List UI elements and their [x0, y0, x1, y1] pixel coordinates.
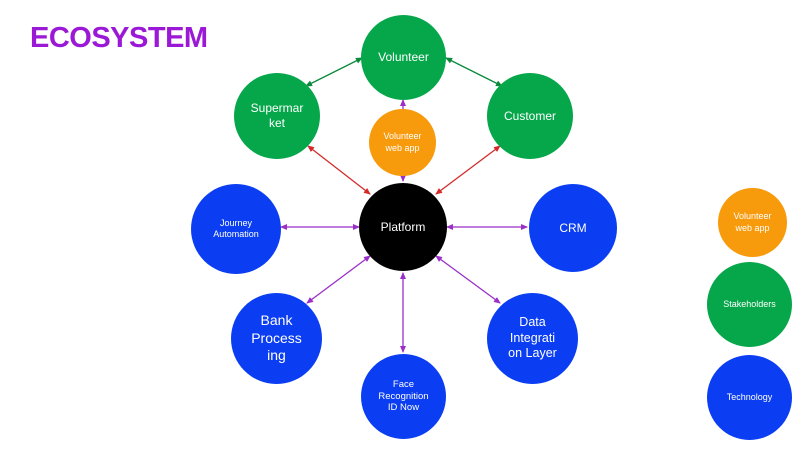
node-volunteer-web-app-label: Volunteer web app: [383, 131, 422, 153]
node-volunteer-web-app: Volunteer web app: [369, 109, 436, 176]
node-data-integration-layer-label: Data Integrati on Layer: [508, 315, 557, 361]
legend-stakeholders-label: Stakeholders: [723, 298, 776, 309]
arrow-supermarket-platform: [307, 145, 371, 195]
node-volunteer-label: Volunteer: [378, 50, 429, 64]
node-journey-automation: Journey Automation: [191, 184, 281, 274]
node-platform: Platform: [359, 183, 447, 271]
node-bank-processing-label: Bank Process ing: [251, 312, 302, 364]
node-crm-label: CRM: [559, 220, 587, 235]
legend-technology-label: Technology: [726, 391, 773, 402]
node-platform-label: Platform: [380, 219, 426, 234]
node-face-recognition-label: Face Recognition ID Now: [378, 378, 429, 414]
node-customer: Customer: [487, 73, 573, 159]
node-bank-processing: Bank Process ing: [231, 293, 322, 384]
page-title: ECOSYSTEM: [30, 22, 208, 54]
arrow-volunteer-customer: [445, 57, 503, 87]
node-customer-label: Customer: [503, 108, 556, 123]
arrow-platform-bank: [306, 255, 371, 304]
legend-app: Volunteer web app: [718, 188, 787, 257]
arrow-volunteer-supermarket: [305, 57, 363, 87]
arrow-customer-platform: [435, 145, 501, 195]
node-supermarket: Supermar ket: [234, 73, 320, 159]
node-volunteer: Volunteer: [361, 15, 446, 100]
arrow-platform-data: [435, 255, 501, 304]
node-crm: CRM: [529, 184, 617, 272]
node-journey-automation-label: Journey Automation: [213, 217, 259, 239]
node-data-integration-layer: Data Integrati on Layer: [487, 293, 578, 384]
legend-app-label: Volunteer web app: [733, 211, 772, 233]
node-supermarket-label: Supermar ket: [250, 101, 304, 130]
node-face-recognition: Face Recognition ID Now: [361, 354, 446, 439]
legend-technology: Technology: [707, 355, 792, 440]
legend-stakeholders: Stakeholders: [707, 262, 792, 347]
